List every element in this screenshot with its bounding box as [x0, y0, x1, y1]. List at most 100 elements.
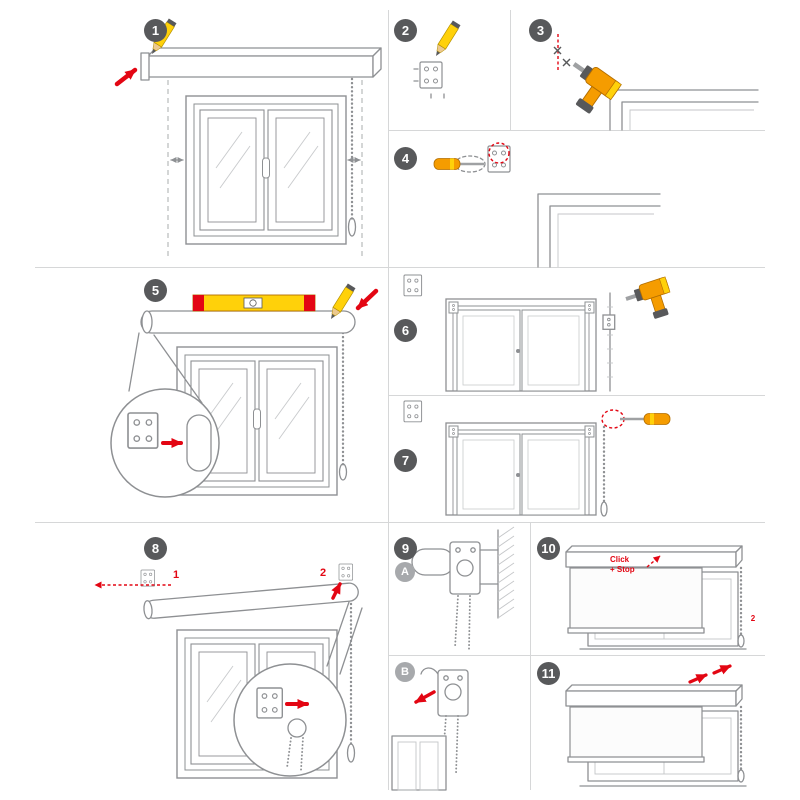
bracket-on-rod: [602, 314, 616, 330]
pencil-icon: [431, 20, 461, 59]
divider-step9-1011: [530, 522, 531, 790]
illustration-measure-width: [114, 18, 382, 256]
magnifier-detail: [233, 601, 363, 777]
step8-label-2: 2: [320, 567, 326, 579]
illustration-drill-holes: [553, 34, 759, 131]
chain-icon: [347, 77, 357, 237]
detail-b: [391, 667, 469, 791]
panel-step-8: 8 1 2: [35, 522, 388, 790]
chain-icon: [737, 705, 745, 783]
drill-icon: [554, 54, 622, 120]
illustration-remove-blind: [565, 664, 747, 787]
chain-label-2: 2: [751, 614, 756, 623]
bracket-icon: [419, 61, 443, 89]
panel-step-11: 11: [530, 655, 765, 790]
red-arrow: [414, 690, 436, 704]
illustration-mount-blind: 1 2: [94, 563, 363, 779]
double-door: [445, 422, 597, 516]
illustration-click-stop: 2: [565, 545, 756, 650]
panel-step-3: 3: [510, 10, 765, 131]
step-badge-11: 11: [537, 662, 560, 685]
panel-step-9: 9 A B: [388, 522, 530, 791]
bracket-icon: [403, 400, 423, 423]
roller-blind: [565, 545, 743, 568]
roller-blind: [143, 582, 359, 620]
panel-step-2: 2: [388, 10, 510, 130]
blind-end-mechanism: [420, 667, 469, 717]
illustration-level-blind: [110, 283, 379, 498]
chain-icon: [346, 602, 356, 763]
bracket-icon: [127, 412, 159, 449]
panel-step-5: 5: [35, 267, 388, 522]
step-badge-7: 7: [394, 449, 417, 472]
magnifier-circle: [233, 663, 347, 777]
bracket-left: [448, 425, 459, 438]
divider-row1: [35, 267, 765, 268]
step-badge-2: 2: [394, 19, 417, 42]
divider-bottom-row: [388, 655, 765, 656]
bracket-left: [448, 301, 459, 314]
step-badge-6: 6: [394, 319, 417, 342]
step-badge-3: 3: [529, 19, 552, 42]
illustration-screw-doorframe: [403, 400, 672, 517]
step-badge-9b: B: [395, 662, 415, 682]
spirit-level-icon: [192, 294, 316, 312]
click-stop-arrow: [646, 555, 661, 568]
door-frame-corner: [609, 89, 759, 131]
wall-section: [497, 526, 515, 619]
step-badge-9: 9: [394, 537, 417, 560]
bracket-right: [584, 301, 595, 314]
step8-label-1: 1: [173, 569, 179, 581]
click-stop-label: Click + Stop: [610, 555, 635, 574]
shade: [567, 706, 705, 763]
panel-step-6: 6: [388, 267, 765, 395]
roller-blind: [565, 684, 743, 707]
measuring-rod: [607, 292, 613, 392]
chain-icon: [600, 425, 608, 517]
bracket-icon: [403, 274, 423, 297]
chain-icon: [338, 331, 348, 481]
slide-arrow-1: [688, 673, 708, 684]
pencil-marks: [413, 68, 445, 99]
red-arrow: [114, 67, 138, 87]
panel-step-1: 1: [35, 10, 388, 267]
red-arrow: [355, 288, 379, 311]
chain-icon: [454, 595, 471, 650]
divider-step2-3: [510, 10, 511, 130]
step-badge-4: 4: [394, 147, 417, 170]
divider-step6-7: [388, 395, 765, 396]
bracket-icon: [256, 687, 283, 719]
slide-arrow-2: [712, 664, 732, 675]
illustration-drill-doorframe: [403, 274, 677, 392]
screwdriver-icon: [432, 157, 486, 171]
chain-wheel: [287, 718, 307, 738]
roller-blind: [140, 47, 382, 81]
divider-row2: [35, 522, 765, 523]
window: [185, 95, 347, 245]
step-badge-9a: A: [395, 562, 415, 582]
divider-main-column: [388, 10, 389, 790]
panel-step-10: 10 2 Click + Stop: [530, 522, 765, 655]
step-badge-1: 1: [144, 19, 167, 42]
step-badge-10: 10: [537, 537, 560, 560]
door-frame-corner: [537, 193, 661, 268]
bracket-left: [140, 569, 156, 587]
panel-step-4: 4: [388, 130, 765, 268]
detail-a: [411, 526, 515, 650]
blind-end-mechanism: [411, 541, 499, 595]
shade: [567, 567, 705, 634]
drill-position-marks: [553, 34, 571, 72]
bracket-right: [338, 563, 354, 581]
screw-target-marker: [488, 142, 510, 164]
drill-icon: [622, 276, 677, 327]
panel-step-7: 7: [388, 395, 765, 522]
chain-icon: [737, 566, 745, 648]
step-badge-8: 8: [144, 537, 167, 560]
step-badge-5: 5: [144, 279, 167, 302]
illustration-mark-holes: [413, 20, 461, 99]
direction-arrow-2: [331, 582, 342, 600]
bracket-right: [584, 425, 595, 438]
roller-blind: [140, 310, 356, 334]
illustration-screw-bracket: [432, 142, 661, 268]
